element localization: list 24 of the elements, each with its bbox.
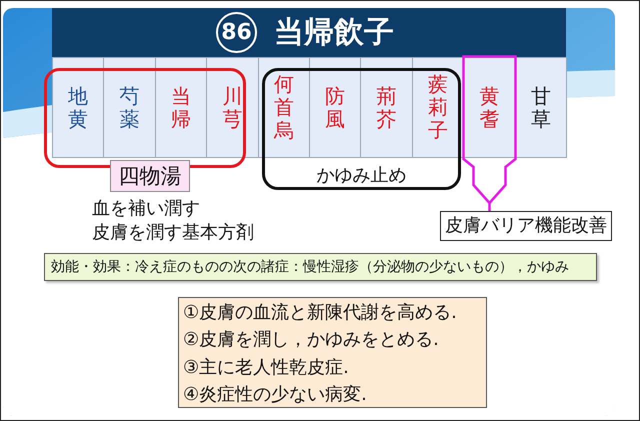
note-panel [178, 297, 487, 408]
herb-cell: 何首烏 [258, 57, 310, 158]
list-item: ①皮膚の血流と新陳代謝を高める. [183, 301, 457, 325]
herb-cell: 地黄 [52, 57, 104, 158]
title-banner [52, 8, 566, 57]
indication-box: 効能・効果：冷え症のものの次の諸症：慢性湿疹（分泌物の少ないもの），かゆみ [44, 253, 597, 281]
description-text: 血を補い潤す [92, 197, 200, 221]
herb-cell: 甘草 [514, 57, 567, 158]
herb-cell: 黄耆 [463, 57, 516, 158]
group-label: 四物湯 [110, 160, 190, 192]
group-outline [262, 68, 461, 190]
herb-cell: 防風 [309, 57, 362, 158]
herb-cell: 荊芥 [360, 57, 413, 158]
list-item: ②皮膚を潤し，かゆみをとめる. [183, 328, 439, 352]
note-box: 皮膚バリア機能改善 [440, 211, 612, 241]
list-item: ④炎症性の少ない病変. [183, 382, 367, 407]
circled-number: 86 [216, 12, 257, 53]
herb-cell: 川芎 [206, 57, 259, 158]
group-label: かゆみ止め [316, 164, 408, 188]
list-item: ③主に老人性乾皮症. [183, 356, 349, 380]
title-text: 当帰飲子 [274, 14, 394, 52]
herb-cell: 芍薬 [103, 57, 156, 158]
herb-cell: 当帰 [154, 57, 208, 158]
description-text: 皮膚を潤す基本方剤 [92, 221, 254, 245]
